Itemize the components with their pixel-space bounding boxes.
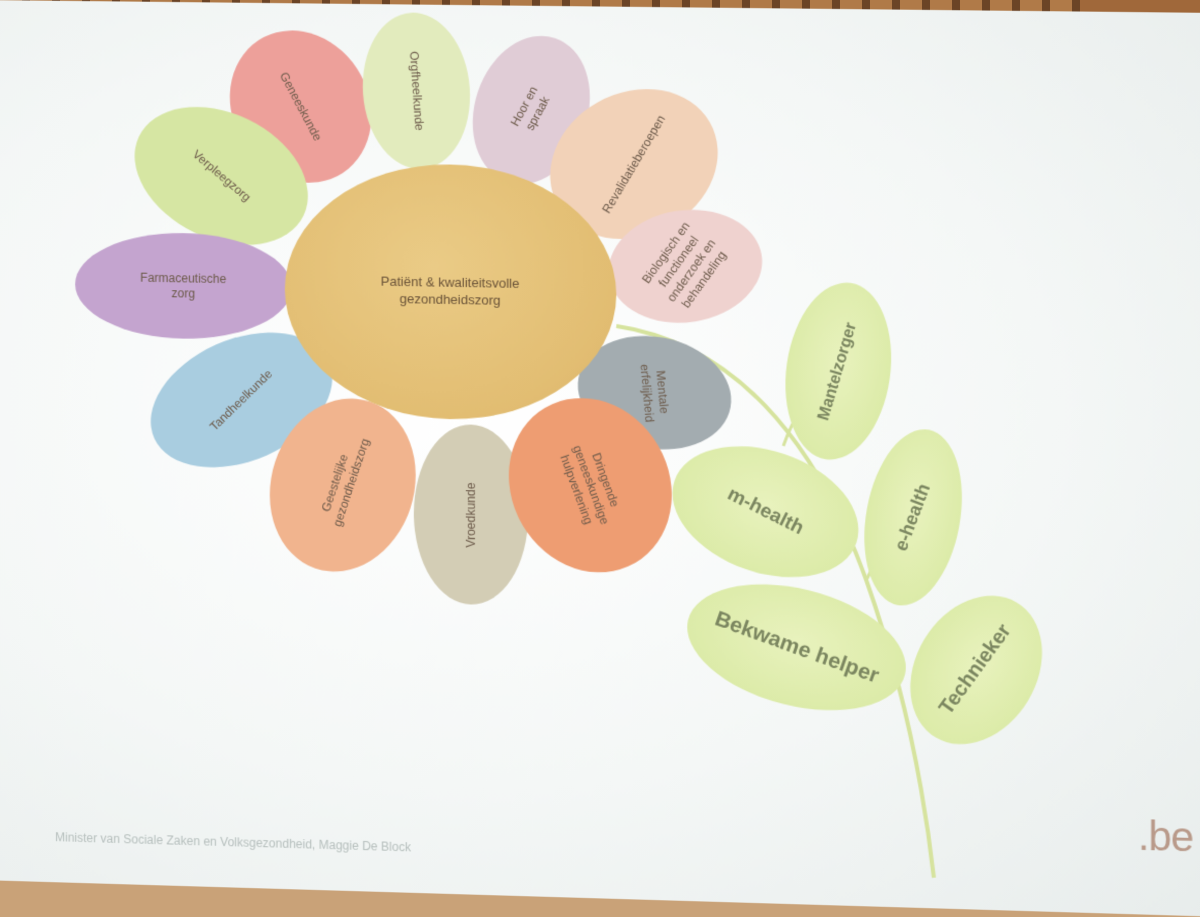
petal-label: Hoor en spraak bbox=[507, 83, 553, 133]
center-label: Patiënt & kwaliteitsvolle gezondheidszor… bbox=[380, 273, 520, 308]
be-logo: .be bbox=[1137, 813, 1194, 861]
leaf-label: Mantelzorger bbox=[815, 319, 861, 423]
petal-label: Mentale erfelijkheid bbox=[637, 363, 672, 423]
petal-label: Orgfheelkunde bbox=[406, 50, 427, 131]
petal-label: Biologisch en functioneel onderzoek en b… bbox=[638, 219, 730, 311]
petal-label: Dringende geneeskundige hulpverlening bbox=[556, 443, 622, 527]
leaf-label: e-health bbox=[890, 480, 935, 554]
leaf-label: Technieker bbox=[935, 620, 1017, 720]
petal-label: Tandheelkunde bbox=[206, 366, 276, 434]
leaf-label: Bekwame helper bbox=[711, 606, 882, 688]
petal-label: Farmaceutische zorg bbox=[140, 270, 227, 301]
petal-label: Vroedkunde bbox=[463, 481, 478, 548]
petal-label: Geestelijke gezondheidszorg bbox=[318, 436, 373, 528]
petal-label: Verpleegzorg bbox=[189, 147, 254, 205]
leaf-label: m-health bbox=[723, 483, 808, 540]
petal-label: Revalidatieberoepen bbox=[598, 112, 668, 216]
petal-label: Geneeskunde bbox=[276, 69, 326, 144]
